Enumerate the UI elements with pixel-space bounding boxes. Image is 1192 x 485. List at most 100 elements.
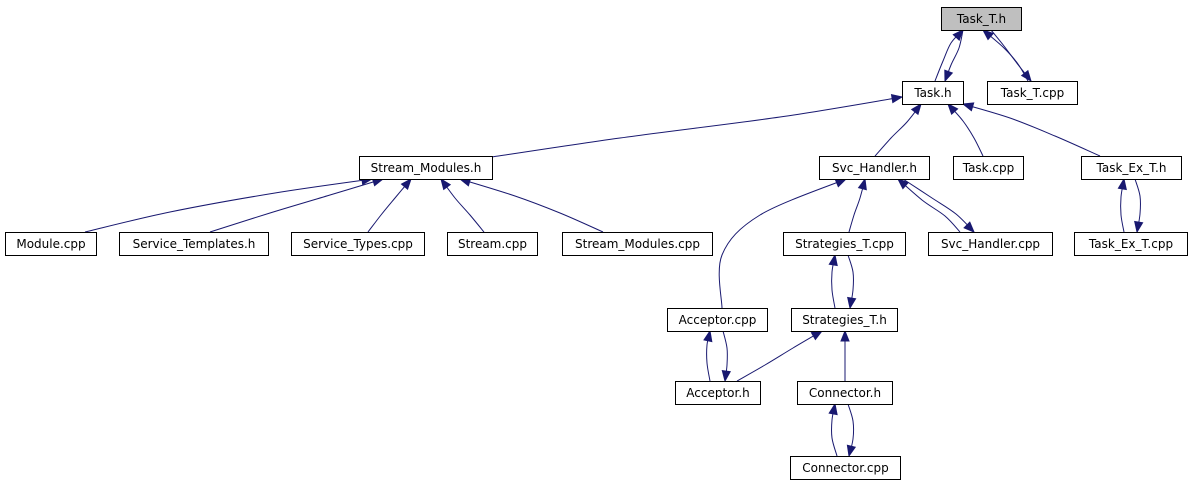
node-connector-cpp[interactable]: Connector.cpp [790, 456, 901, 480]
node-label: Task_Ex_T.cpp [1088, 237, 1173, 251]
node-strategies-t-h[interactable]: Strategies_T.h [791, 308, 898, 332]
arrowhead [721, 370, 731, 383]
edge-line [209, 178, 384, 233]
arrowhead [440, 177, 452, 191]
node-box[interactable] [667, 308, 768, 332]
edge-service-templates-h-to-stream-modules-h [209, 177, 385, 233]
node-stream-modules-h[interactable]: Stream_Modules.h [359, 156, 493, 180]
edge-connector-h-to-connector-cpp [846, 403, 857, 458]
node-box[interactable] [819, 156, 930, 180]
edge-stream-modules-h-to-task-h [491, 94, 904, 158]
node-label: Stream_Modules.cpp [575, 237, 700, 251]
node-label: Strategies_T.cpp [795, 237, 894, 251]
arrowhead [1134, 220, 1144, 234]
edge-task-t-h-to-task-h [944, 29, 964, 83]
node-label: Stream_Modules.h [371, 161, 482, 175]
node-label: Service_Types.cpp [303, 237, 413, 251]
node-box[interactable] [953, 156, 1024, 180]
node-acceptor-cpp[interactable]: Acceptor.cpp [667, 308, 768, 332]
node-module-cpp[interactable]: Module.cpp [5, 232, 97, 256]
node-task-ex-t-cpp[interactable]: Task_Ex_T.cpp [1074, 232, 1188, 256]
arrowhead [981, 29, 995, 41]
edge-line [902, 178, 975, 233]
edge-strategies-t-cpp-to-strategies-t-h [847, 254, 857, 310]
node-label: Task_Ex_T.h [1096, 161, 1167, 175]
edges-layer [84, 29, 1144, 458]
edge-task-ex-t-cpp-to-task-ex-t-h [1117, 177, 1127, 233]
node-label: Connector.cpp [802, 461, 888, 475]
node-box[interactable] [1081, 156, 1182, 180]
node-box[interactable] [119, 232, 269, 256]
node-box[interactable] [783, 232, 906, 256]
node-label: Task_T.cpp [1000, 86, 1064, 100]
node-svc-handler-h[interactable]: Svc_Handler.h [819, 156, 930, 180]
node-label: Acceptor.h [686, 386, 750, 400]
node-acceptor-h[interactable]: Acceptor.h [675, 381, 761, 405]
arrowhead [1117, 177, 1127, 191]
node-task-h[interactable]: Task.h [902, 81, 964, 105]
edge-strategies-t-cpp-to-svc-handler-h [848, 177, 867, 233]
edge-acceptor-cpp-to-svc-handler-h [718, 178, 848, 309]
node-task-t-h: Task_T.h [941, 7, 1022, 31]
node-box[interactable] [1074, 232, 1188, 256]
edge-line [84, 178, 373, 233]
node-service-types-cpp[interactable]: Service_Types.cpp [291, 232, 425, 256]
node-stream-cpp[interactable]: Stream.cpp [447, 232, 538, 256]
node-task-cpp[interactable]: Task.cpp [953, 156, 1024, 180]
edge-svc-handler-h-to-svc-handler-cpp [902, 178, 975, 233]
arrowhead [847, 296, 857, 310]
node-connector-h[interactable]: Connector.h [797, 381, 893, 405]
edge-service-types-cpp-to-stream-modules-h [367, 177, 412, 233]
node-label: Strategies_T.h [802, 313, 887, 327]
node-box[interactable] [790, 456, 901, 480]
arrowhead [857, 177, 867, 191]
edge-connector-h-to-strategies-t-h [840, 329, 850, 382]
node-label: Svc_Handler.h [832, 161, 917, 175]
edge-acceptor-h-to-acceptor-cpp [703, 329, 713, 382]
arrowhead [400, 177, 412, 191]
node-label: Connector.h [809, 386, 881, 400]
node-stream-modules-cpp[interactable]: Stream_Modules.cpp [562, 232, 713, 256]
node-box[interactable] [5, 232, 97, 256]
node-box[interactable] [291, 232, 425, 256]
arrowhead [703, 329, 713, 343]
edge-task-h-to-task-t-h [934, 29, 964, 82]
arrowhead [961, 102, 975, 112]
node-box[interactable] [447, 232, 538, 256]
arrowhead [1020, 69, 1032, 83]
node-box[interactable] [791, 308, 898, 332]
node-label: Task_T.h [956, 12, 1006, 26]
node-label: Module.cpp [16, 237, 85, 251]
arrowhead [963, 221, 975, 233]
node-box[interactable] [928, 232, 1053, 256]
edge-module-cpp-to-stream-modules-h [84, 175, 374, 233]
arrowhead [910, 102, 922, 116]
edge-task-ex-t-h-to-task-ex-t-cpp [1134, 178, 1144, 234]
node-label: Service_Templates.h [133, 237, 256, 251]
arrowhead [896, 178, 910, 190]
edge-stream-cpp-to-stream-modules-h [440, 177, 485, 233]
edge-task-cpp-to-task-h [947, 102, 984, 157]
node-label: Acceptor.cpp [679, 313, 757, 327]
node-svc-handler-cpp[interactable]: Svc_Handler.cpp [928, 232, 1053, 256]
arrowhead [890, 94, 904, 104]
node-box [941, 7, 1022, 31]
node-box[interactable] [902, 81, 964, 105]
node-box[interactable] [562, 232, 713, 256]
node-box[interactable] [359, 156, 493, 180]
node-box[interactable] [987, 81, 1078, 105]
edge-task-t-cpp-to-task-t-h [981, 29, 1029, 82]
edge-line [736, 330, 823, 382]
node-label: Task.h [913, 86, 951, 100]
node-strategies-t-cpp[interactable]: Strategies_T.cpp [783, 232, 906, 256]
edge-line [459, 178, 604, 233]
edge-svc-handler-cpp-to-svc-handler-h [896, 178, 961, 233]
node-task-ex-t-h[interactable]: Task_Ex_T.h [1081, 156, 1182, 180]
node-task-t-cpp[interactable]: Task_T.cpp [987, 81, 1078, 105]
edge-line [962, 103, 1101, 157]
node-service-templates-h[interactable]: Service_Templates.h [119, 232, 269, 256]
edge-line [491, 96, 903, 158]
node-box[interactable] [675, 381, 761, 405]
edge-acceptor-h-to-strategies-t-h [736, 330, 824, 382]
node-box[interactable] [797, 381, 893, 405]
